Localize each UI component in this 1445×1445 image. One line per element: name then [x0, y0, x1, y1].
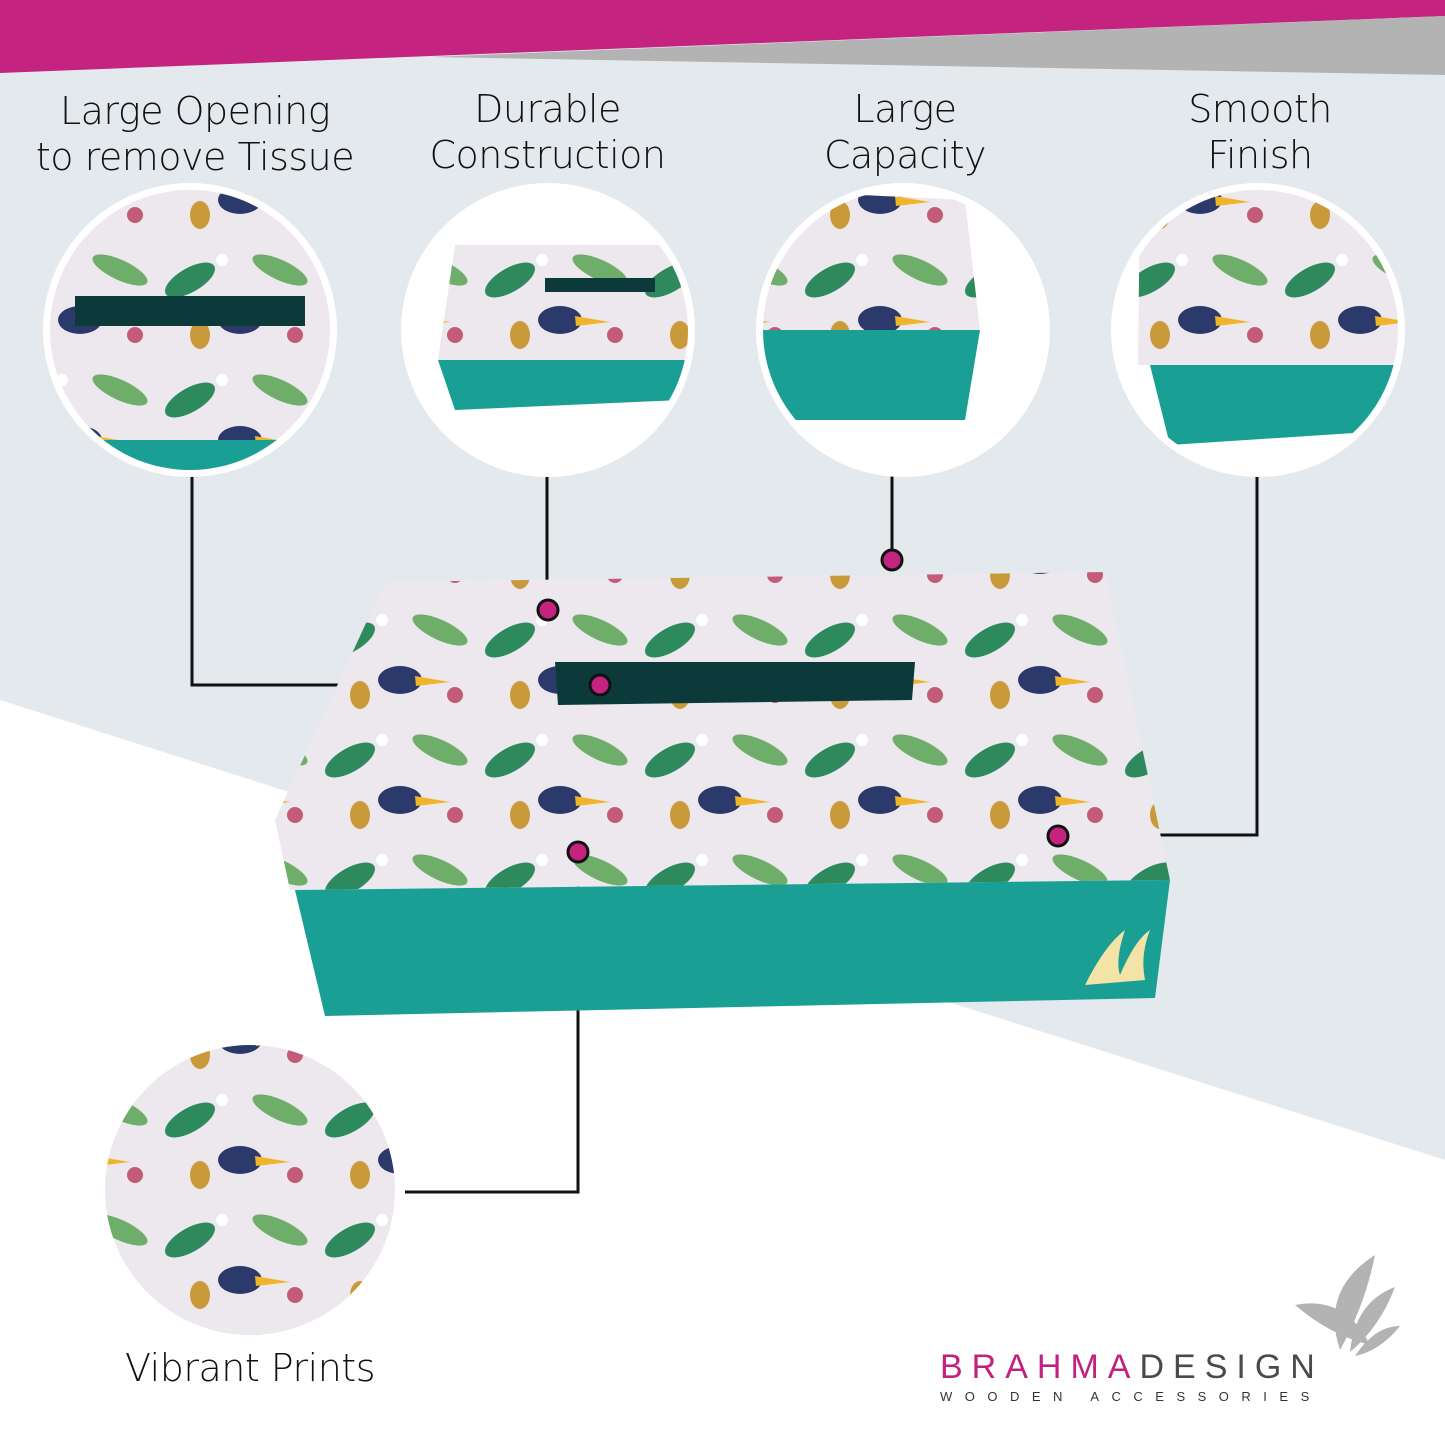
- detail-circle-prints: [100, 1040, 400, 1340]
- detail-circle-opening: [43, 183, 337, 477]
- feature-label-large-opening: Large Opening to remove Tissue: [30, 88, 360, 180]
- label-line: Finish: [1207, 133, 1313, 177]
- label-line: to remove Tissue: [35, 135, 355, 179]
- tissue-box: [275, 572, 1170, 1016]
- brand-name-part1: BRAHMA: [940, 1348, 1140, 1386]
- leaf-emblem-icon: [1085, 930, 1150, 985]
- label-line: Capacity: [823, 133, 987, 177]
- callout-dots: [536, 548, 1070, 864]
- feature-label-vibrant: Vibrant Prints: [100, 1345, 400, 1391]
- feature-label-smooth: Smooth Finish: [1160, 86, 1360, 178]
- label-line: Construction: [429, 133, 666, 177]
- label-line: Durable: [474, 87, 621, 131]
- label-line: Smooth: [1188, 87, 1332, 131]
- label-line: Vibrant Prints: [124, 1346, 376, 1390]
- detail-circle-finish: [1111, 183, 1405, 477]
- tissue-opening: [555, 662, 915, 705]
- brand-tagline: WOODEN ACCESSORIES: [940, 1389, 1322, 1404]
- brand-leaf-icon: [1295, 1255, 1400, 1356]
- pink-band: [0, 0, 1445, 73]
- detail-circle-construction: [401, 183, 695, 477]
- label-line: Large Opening: [59, 89, 331, 133]
- feature-label-durable: Durable Construction: [400, 86, 695, 178]
- brand-logo: BRAHMADESIGN WOODEN ACCESSORIES: [940, 1348, 1324, 1404]
- feature-label-capacity: Large Capacity: [800, 86, 1010, 178]
- gray-band: [430, 16, 1445, 75]
- detail-circle-capacity: [756, 183, 1050, 477]
- brand-name-part2: DESIGN: [1139, 1348, 1324, 1386]
- label-line: Large: [853, 87, 957, 131]
